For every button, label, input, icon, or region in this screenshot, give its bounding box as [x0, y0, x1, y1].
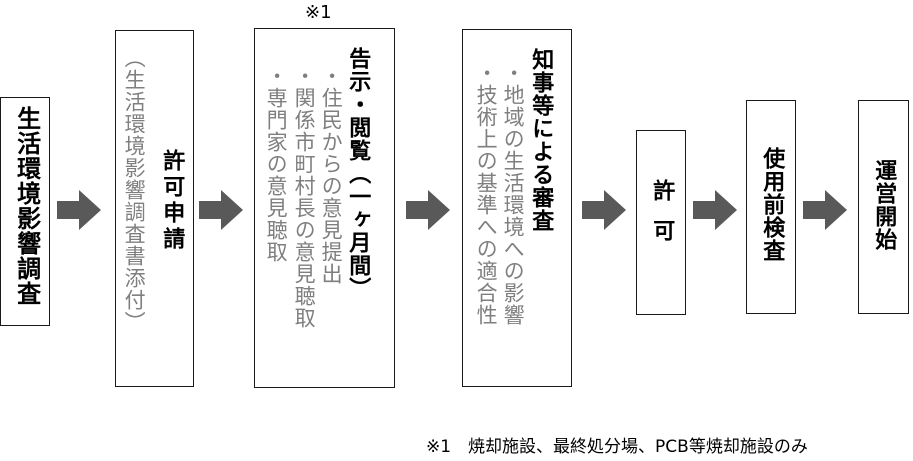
step-permit-title: 許可: [649, 179, 675, 259]
step-application-note: （生活環境影響調査書添付）: [122, 47, 147, 333]
arrow-right-icon: [406, 190, 450, 230]
note-mark: ※1: [305, 2, 332, 23]
footnote: ※1 焼却施設、最終処分場、PCB等焼却施設のみ: [426, 437, 808, 457]
step-review-item-environment: ・地域の生活環境への影響: [501, 62, 526, 326]
step-inspection-title: 使用前検査: [759, 147, 785, 262]
step-survey-box: 生活環境影響調査: [0, 97, 50, 326]
arrow-right-icon: [57, 190, 101, 230]
arrow-right-icon: [199, 190, 243, 230]
step-survey-title: 生活環境影響調査: [12, 106, 41, 306]
step-operation-box: 運営開始: [858, 100, 909, 314]
step-inspection-box: 使用前検査: [746, 100, 796, 314]
step-review-item-standards: ・技術上の基準への適合性: [474, 62, 499, 326]
arrow-right-icon: [803, 190, 847, 230]
step-announcement-item-municipalities: ・関係市町村長の意見聴取: [292, 65, 317, 329]
arrow-right-icon: [693, 190, 737, 230]
step-announcement-box: 告示・閲覧（一ヶ月間） ・住民からの意見提出 ・関係市町村長の意見聴取 ・専門家…: [254, 28, 395, 388]
step-operation-title: 運営開始: [871, 159, 897, 251]
step-announcement-item-experts: ・専門家の意見聴取: [264, 65, 289, 263]
step-permit-box: 許可: [636, 130, 686, 315]
step-review-title: 知事等による審査: [528, 48, 554, 232]
step-review-box: 知事等による審査 ・地域の生活環境への影響 ・技術上の基準への適合性: [462, 29, 572, 387]
step-application-box: 許可申請 （生活環境影響調査書添付）: [115, 30, 194, 387]
step-announcement-item-residents: ・住民からの意見提出: [319, 65, 344, 285]
step-application-title: 許可申請: [159, 149, 185, 253]
arrow-right-icon: [582, 190, 626, 230]
step-announcement-title: 告示・閲覧（一ヶ月間）: [345, 47, 371, 300]
